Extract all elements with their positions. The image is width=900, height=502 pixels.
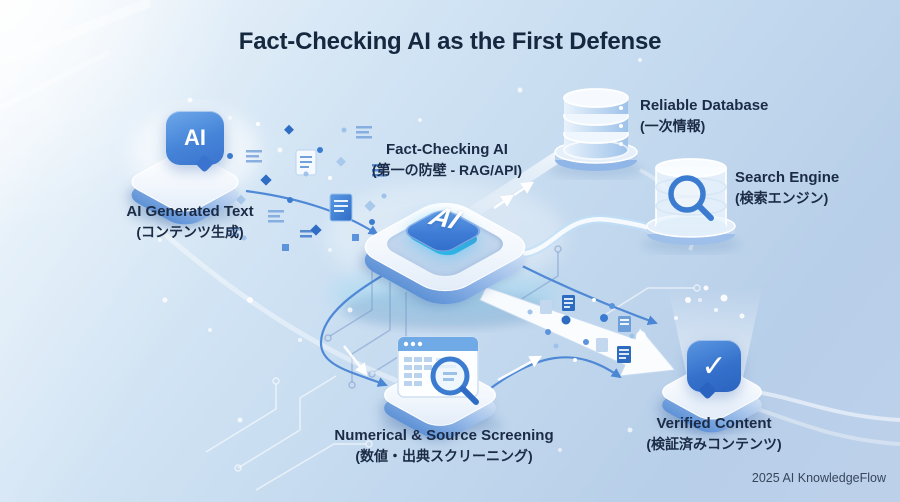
label-jp: (検証済みコンテンツ) [646, 436, 782, 452]
flow-arrows [245, 181, 658, 399]
check-glyph: ✓ [701, 349, 727, 383]
label-jp: (数値・出典スクリーニング) [355, 448, 533, 464]
label-en: Verified Content [656, 415, 772, 432]
label-en: Fact-Checking AI [386, 141, 508, 158]
node-label: AI Generated Text (コンテンツ生成) [92, 202, 288, 242]
ai-badge-text: AI [184, 125, 206, 150]
search-engine-icon [646, 158, 736, 245]
label-en: Search Engine [735, 169, 840, 186]
label-jp: (第一の防壁 - RAG/API) [371, 162, 523, 178]
node-label: Numerical & Source Screening (数値・出典スクリーニ… [326, 426, 562, 466]
node-label: Reliable Database (一次情報) [640, 96, 840, 136]
circuit-traces [205, 245, 701, 491]
label-en: AI Generated Text [126, 203, 254, 220]
verified-check-bubble-icon: ✓ [687, 340, 741, 392]
label-en: Reliable Database [640, 97, 769, 114]
screening-browser-magnifier-icon [397, 336, 479, 405]
node-label: Fact-Checking AI (第一の防壁 - RAG/API) [327, 140, 567, 180]
node-label: Search Engine (検索エンジン) [735, 168, 895, 208]
page-title: Fact-Checking AI as the First Defense [238, 28, 662, 55]
label-jp: (検索エンジン) [735, 190, 829, 206]
particle-stream-left [227, 122, 387, 251]
credit-text: 2025 AI KnowledgeFlow [751, 471, 886, 485]
node-label: Verified Content (検証済みコンテンツ) [618, 414, 810, 454]
database-icon [554, 88, 638, 171]
label-jp: (一次情報) [640, 118, 706, 134]
label-jp: (コンテンツ生成) [136, 224, 244, 240]
ai-chat-bubble-icon: AI [166, 111, 224, 165]
particle-stream-output [527, 295, 646, 363]
sparkle-dots [158, 58, 745, 452]
label-en: Numerical & Source Screening [334, 427, 554, 444]
